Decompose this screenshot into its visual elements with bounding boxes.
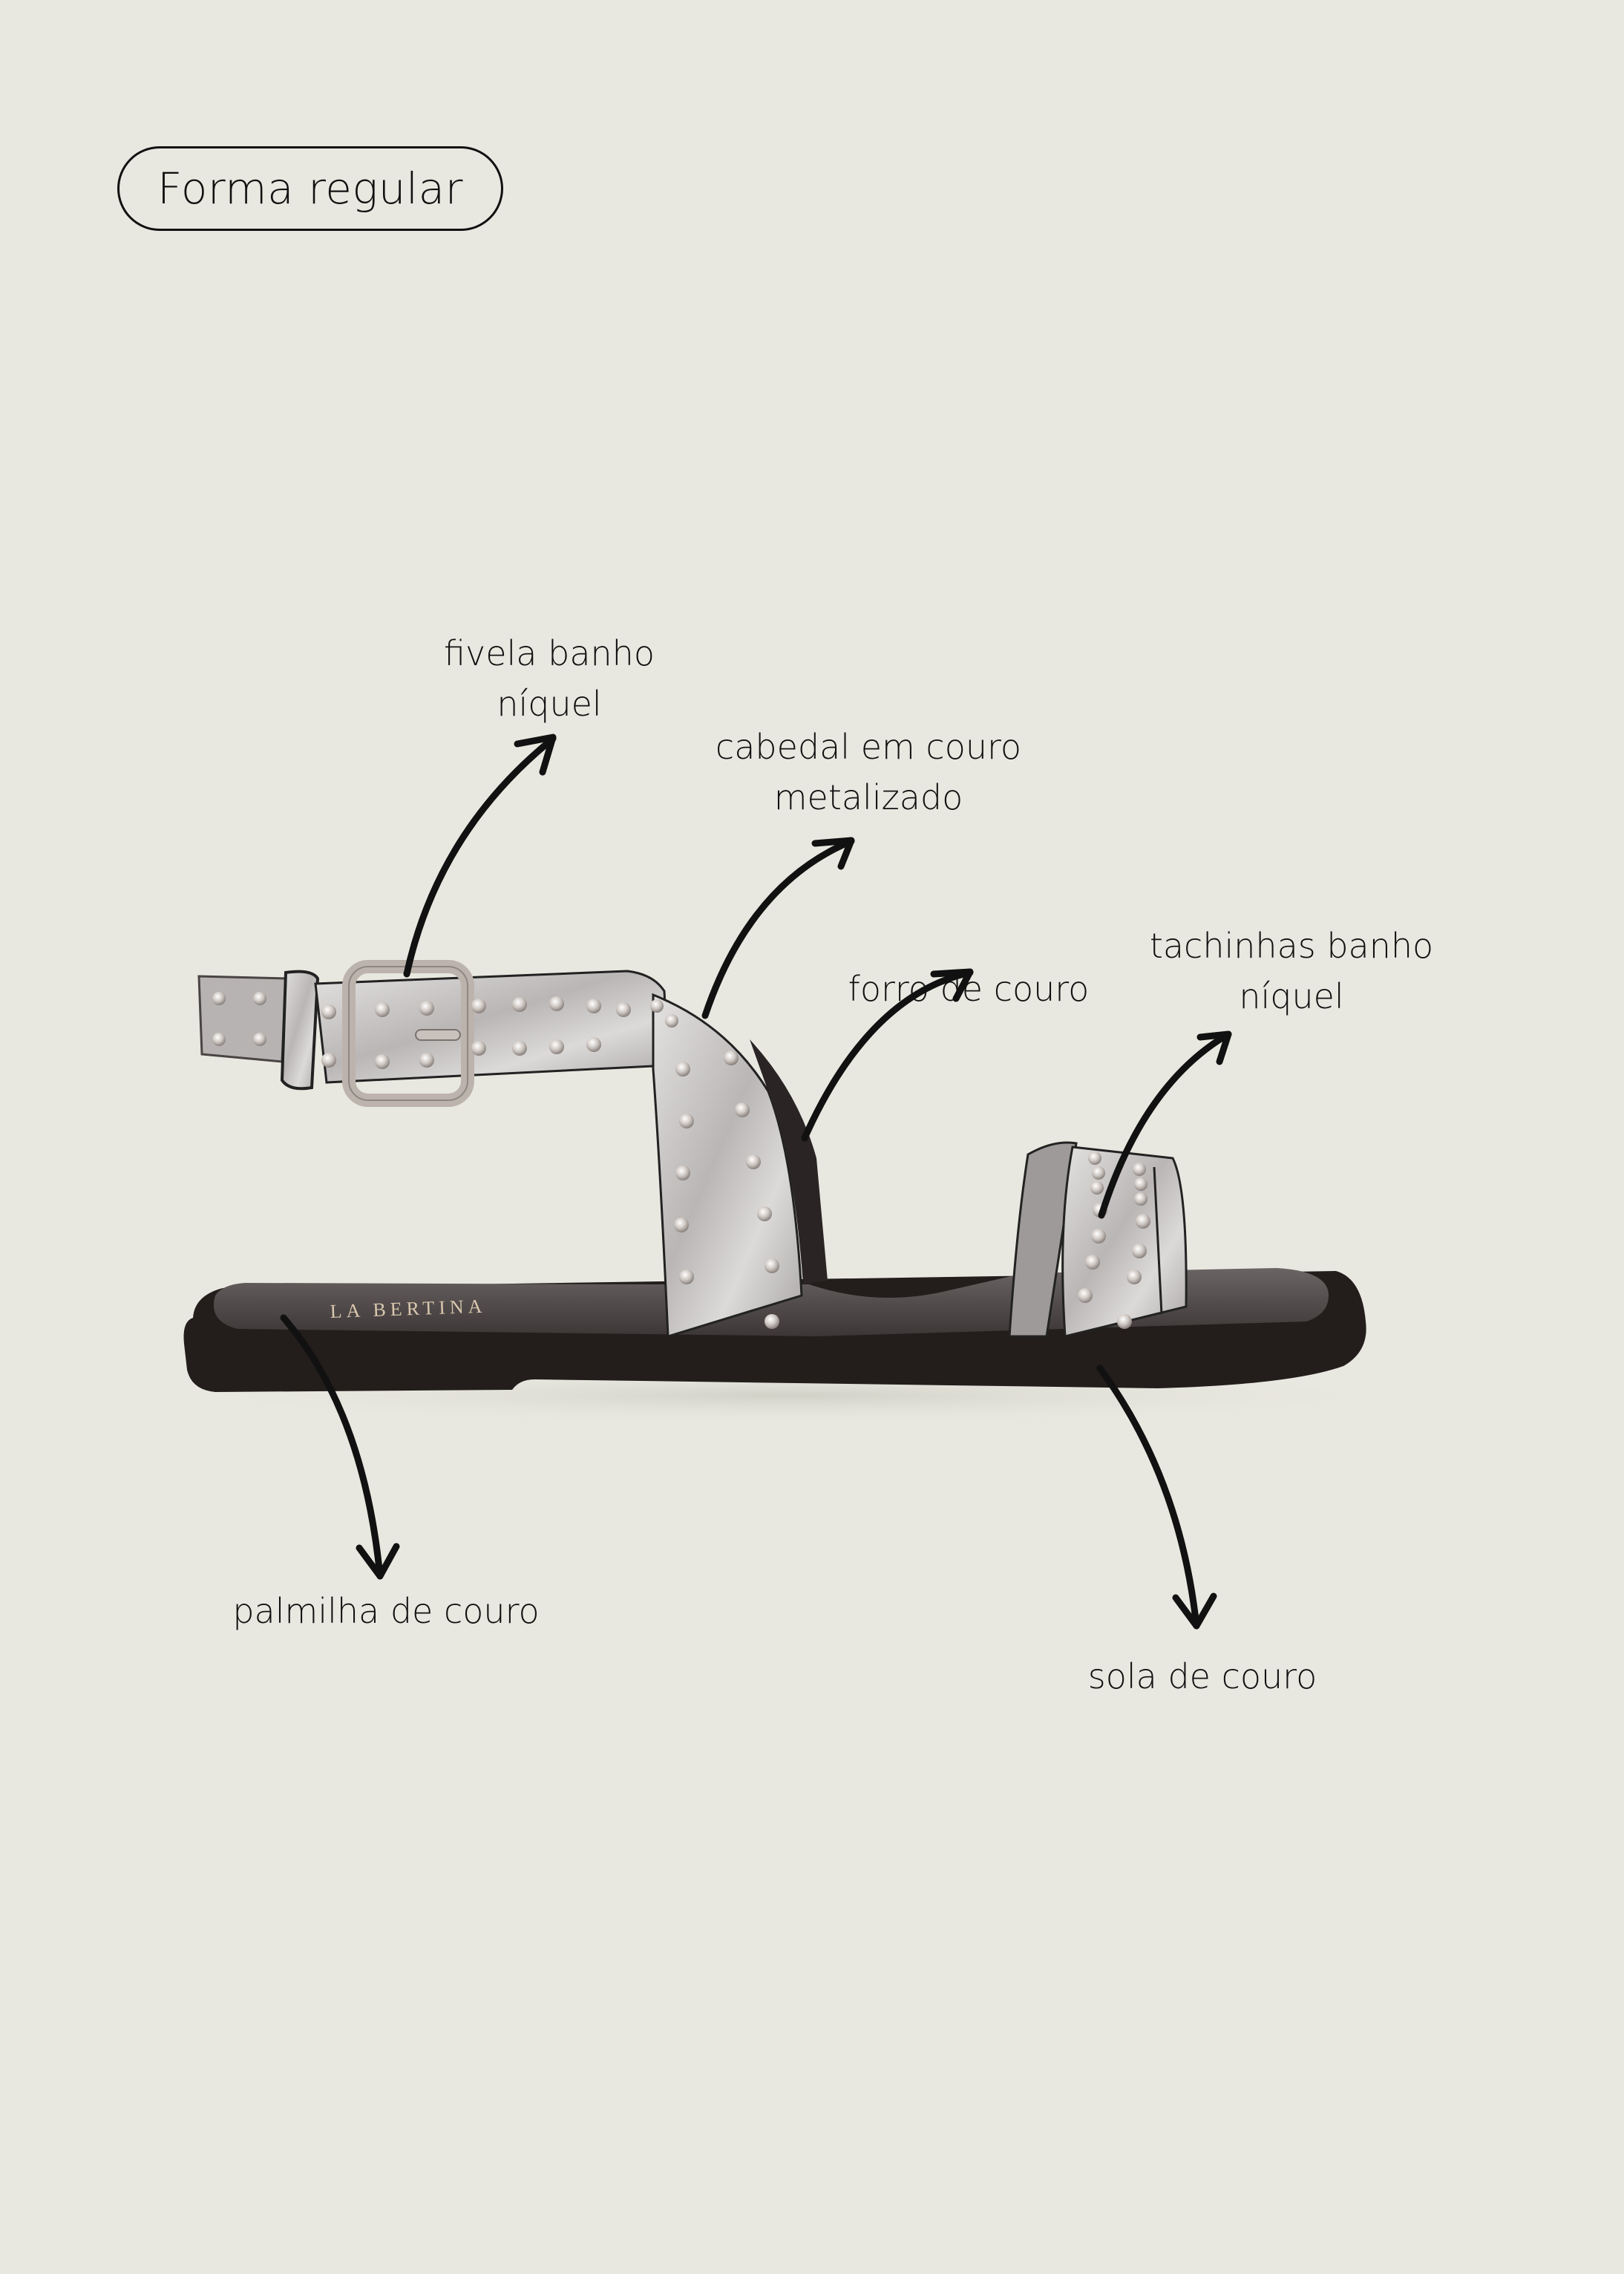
arrow-sole-icon	[1096, 1365, 1217, 1630]
annotation-insole-line1: palmilha de couro	[232, 1591, 540, 1631]
annotation-sole-line1: sola de couro	[1087, 1656, 1317, 1696]
buckle-prong	[415, 1029, 461, 1041]
annotation-upper-line2: metalizado	[773, 777, 963, 817]
annotation-upper: cabedal em couro metalizado	[705, 722, 1032, 823]
toe-strap-seam	[1153, 1166, 1163, 1315]
studs	[212, 992, 1150, 1329]
annotation-buckle-line1: fivela banho	[444, 633, 655, 673]
annotation-buckle-line2: níquel	[497, 684, 602, 724]
shape-badge-label: Forma regular	[157, 163, 463, 214]
toe-strap-back	[1008, 1141, 1078, 1338]
arrow-lining-icon	[801, 968, 974, 1142]
strap-keeper	[280, 970, 320, 1091]
annotation-lining-line1: forro de couro	[848, 969, 1090, 1009]
ankle-strap-tip	[197, 975, 287, 1063]
arrow-insole-icon	[280, 1314, 400, 1580]
annotation-studs-line2: níquel	[1239, 976, 1344, 1016]
shape-badge: Forma regular	[117, 146, 503, 231]
annotation-studs: tachinhas banho níquel	[1143, 921, 1440, 1022]
arrow-buckle-icon	[403, 734, 557, 978]
lining	[750, 1039, 828, 1284]
annotation-insole: palmilha de couro	[226, 1586, 546, 1636]
annotation-studs-line1: tachinhas banho	[1149, 926, 1434, 966]
arrow-studs-icon	[1098, 1030, 1232, 1219]
annotation-buckle: fivela banho níquel	[438, 628, 661, 729]
annotation-sole: sola de couro	[1080, 1651, 1325, 1702]
cross-strap	[652, 993, 803, 1338]
annotation-lining: forro de couro	[839, 964, 1099, 1014]
ankle-strap	[314, 970, 669, 1084]
arrow-upper-icon	[701, 837, 855, 1019]
toe-strap	[1061, 1146, 1188, 1338]
annotation-upper-line1: cabedal em couro	[715, 727, 1022, 767]
